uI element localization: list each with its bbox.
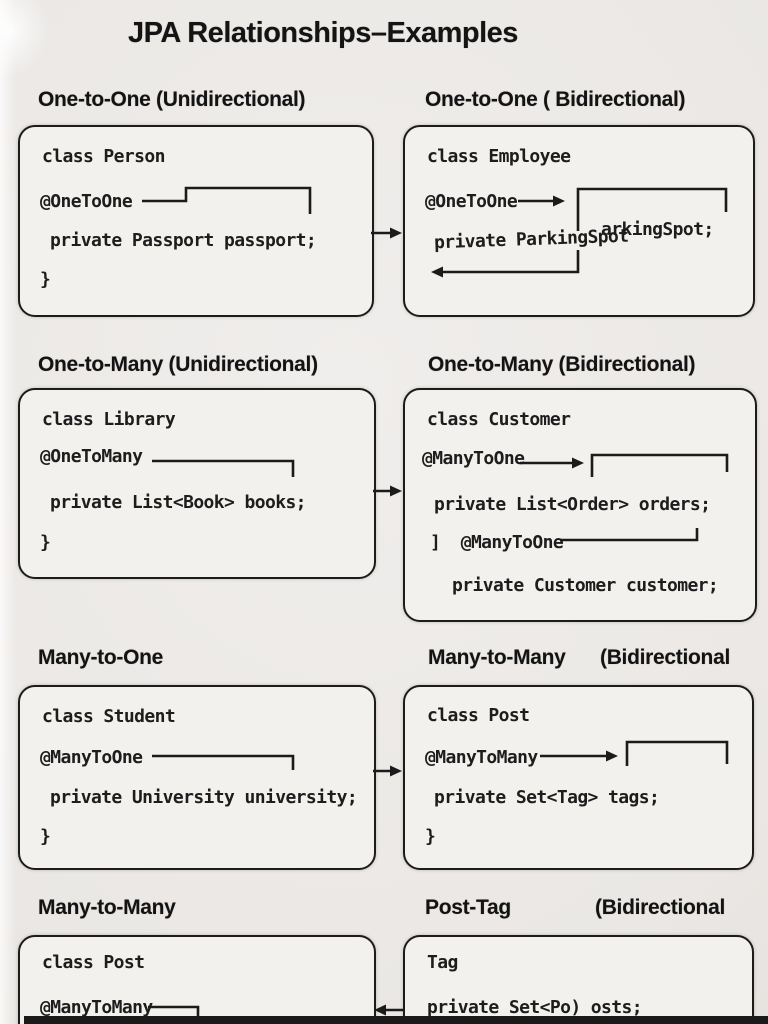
code-line: private List<Order> orders;	[434, 494, 711, 515]
code-line: private List<Book> books;	[50, 492, 307, 513]
row2-right-arrow-icon	[373, 485, 402, 497]
code-line: class Person	[42, 146, 165, 167]
code-line: private University university;	[50, 787, 358, 808]
class-box-student: class Student @ManyToOne private Univers…	[18, 685, 376, 870]
code-line-annotation: @ManyToMany	[425, 747, 538, 768]
code-line: private ParkingSpot	[433, 225, 629, 254]
section-header-one-to-many-bi: One-to-Many (Bidirectional)	[428, 353, 696, 376]
diagram-title: JPA Relationships–Examples	[128, 17, 518, 49]
section-header-post-tag-suffix: (Bidirectional	[595, 896, 725, 919]
code-line: class Customer	[427, 409, 571, 430]
code-line: class Post	[427, 705, 530, 726]
code-line: Tag	[427, 952, 458, 973]
code-line-annotation: @OneToOne	[425, 191, 518, 212]
class-box-post: class Post @ManyToMany	[18, 935, 376, 1024]
code-line: private Set<Tag> tags;	[434, 787, 660, 808]
code-line: class Student	[42, 706, 176, 727]
code-line-annotation: @ManyToOne	[40, 747, 143, 768]
code-line-annotation: ] @ManyToOne	[430, 532, 564, 553]
code-line: private Customer customer;	[452, 575, 719, 596]
code-line: }	[40, 269, 51, 290]
row3-right-arrow-icon	[373, 765, 402, 777]
code-line-annotation: @ManyToMany	[40, 997, 153, 1018]
code-line: }	[40, 532, 51, 553]
class-box-person: class Person @OneToOne private Passport …	[18, 125, 374, 317]
class-box-library: class Library @OneToMany private List<Bo…	[18, 388, 376, 579]
code-line: private Passport passport;	[50, 230, 317, 251]
section-header-many-to-many: Many-to-Many	[38, 896, 176, 919]
code-line-annotation: @ManyToOne	[422, 448, 525, 469]
code-line-overlapping: arkingSpot;	[601, 219, 714, 240]
class-box-customer: class Customer @ManyToOne private List<O…	[403, 388, 757, 622]
code-line: private Set<Po) osts;	[427, 997, 643, 1018]
class-box-tag: Tag private Set<Po) osts;	[403, 935, 754, 1024]
code-line: class Employee	[427, 146, 571, 167]
section-header-one-to-one-uni: One-to-One (Unidirectional)	[38, 88, 306, 111]
section-header-one-to-one-bi: One-to-One ( Bidirectional)	[425, 88, 686, 111]
code-line: class Library	[42, 409, 176, 430]
row4-left-arrow-icon	[374, 1004, 403, 1016]
section-header-post-tag: Post-Tag	[425, 896, 511, 919]
class-box-employee: class Employee @OneToOne private Parking…	[403, 125, 755, 317]
code-line: class Post	[42, 952, 145, 973]
code-line: }	[40, 826, 51, 847]
section-header-many-to-many-bi-suffix: (Bidirectional	[600, 646, 730, 669]
row1-right-arrow-icon	[371, 227, 402, 239]
code-line-annotation: @OneToOne	[40, 191, 133, 212]
section-header-many-to-one: Many-to-One	[38, 646, 164, 669]
section-header-many-to-many-bi: Many-to-Many	[428, 646, 566, 669]
code-line: }	[425, 826, 436, 847]
class-box-post-bidirectional: class Post @ManyToMany private Set<Tag> …	[403, 685, 754, 870]
code-line-annotation: @OneToMany	[40, 446, 143, 467]
section-header-one-to-many-uni: One-to-Many (Unidirectional)	[38, 353, 318, 376]
bottom-dark-strip	[24, 1016, 768, 1024]
